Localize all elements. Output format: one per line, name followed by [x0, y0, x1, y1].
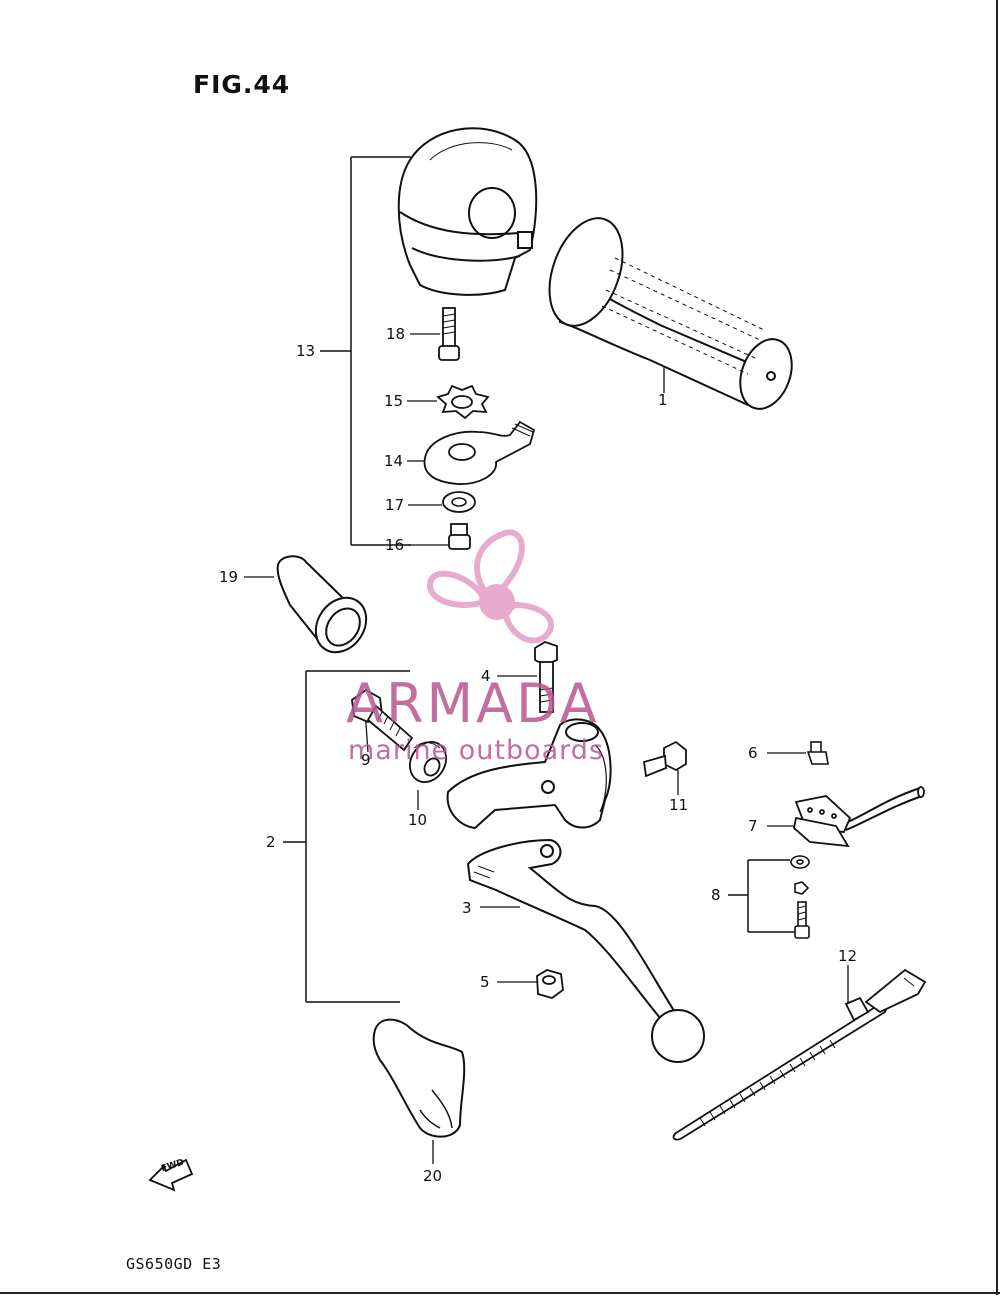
bracket-13 — [320, 156, 411, 546]
nut-part-5 — [536, 969, 564, 999]
callout-12: 12 — [838, 947, 858, 965]
callout-6: 6 — [748, 744, 758, 762]
grip-part-1 — [548, 217, 793, 410]
switch-housing-part-13 — [397, 127, 538, 296]
screw-set-part-8 — [790, 855, 810, 939]
callout-19: 19 — [219, 568, 239, 586]
callout-1: 1 — [658, 391, 668, 409]
bracket-2 — [283, 670, 410, 1003]
locknut-part-10 — [409, 741, 447, 783]
bolt-part-11 — [642, 740, 687, 778]
callout-13: 13 — [296, 342, 316, 360]
armada-logo-icon — [426, 529, 554, 644]
lever-cover-part-20 — [372, 1018, 466, 1138]
callout-15: 15 — [384, 392, 404, 410]
callout-18: 18 — [386, 325, 406, 343]
callout-8: 8 — [711, 886, 721, 904]
callout-4: 4 — [481, 667, 491, 685]
pivot-bolt-part-4 — [534, 641, 558, 713]
screw-part-18 — [438, 307, 460, 361]
screw-part-16 — [448, 523, 471, 550]
callout-9: 9 — [361, 751, 371, 769]
callout-7: 7 — [748, 817, 758, 835]
watermark-tagline: marine outboards — [348, 735, 605, 766]
callout-14: 14 — [384, 452, 404, 470]
lever-bracket-part-2 — [446, 718, 612, 830]
cable-tie-part-12 — [672, 968, 927, 1141]
bracket-8 — [728, 859, 796, 933]
clutch-lever-part-3 — [466, 838, 705, 1063]
callout-20: 20 — [423, 1167, 443, 1185]
callout-3: 3 — [462, 899, 472, 917]
callout-11: 11 — [669, 796, 689, 814]
callout-5: 5 — [480, 973, 490, 991]
figure-title: FIG.44 — [193, 70, 291, 99]
fwd-arrow-icon — [148, 1158, 194, 1192]
washer-hole — [451, 497, 467, 507]
callout-16: 16 — [385, 536, 405, 554]
callout-2: 2 — [266, 833, 276, 851]
callout-17: 17 — [385, 496, 405, 514]
switch-part-7 — [793, 786, 925, 848]
choke-lever-part-14 — [423, 420, 536, 485]
callout-10: 10 — [408, 811, 428, 829]
boot-part-19 — [276, 555, 368, 654]
model-code: GS650GD E3 — [126, 1255, 222, 1273]
watermark-brand: ARMADA — [346, 672, 600, 735]
adjuster-bolt-part-9 — [351, 688, 414, 752]
clip-part-6 — [806, 741, 829, 765]
star-washer-part-15 — [436, 384, 490, 420]
